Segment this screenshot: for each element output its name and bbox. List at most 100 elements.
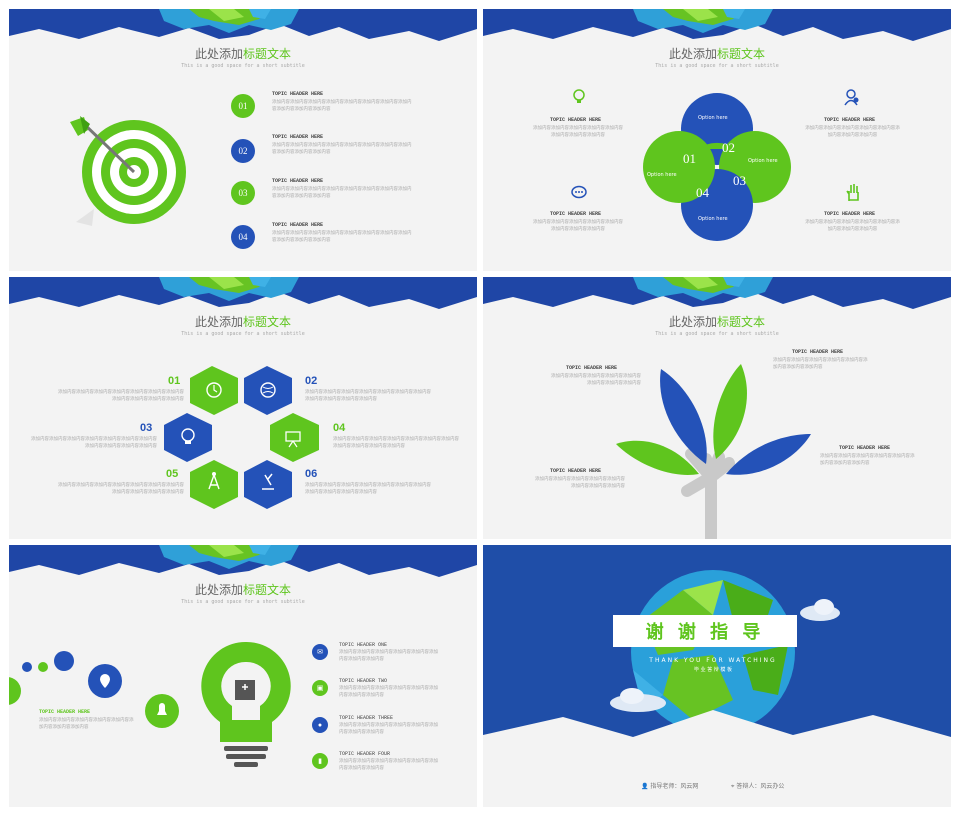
slide-subtitle: This is a good space for a short subtitl… xyxy=(181,331,305,337)
hex-02-text: 添加内容添加内容添加内容添加内容添加内容添加内容添加内容添加内容添加内容添加内容… xyxy=(305,390,431,402)
header-banner xyxy=(9,545,477,577)
header-three: TOPIC HEADER THREE xyxy=(339,715,394,721)
hex-number-02: 02 xyxy=(305,375,318,387)
bl-text: 添加内容添加内容添加内容添加内容添加内容添加内容添加内容添加内容 xyxy=(535,477,625,489)
hex-number-05: 05 xyxy=(166,468,179,480)
hex-03-text: 添加内容添加内容添加内容添加内容添加内容添加内容添加内容添加内容添加内容添加内容… xyxy=(31,437,157,449)
br-text: 添加内容添加内容添加内容添加内容添加内容添加内容添加内容添加内容 xyxy=(805,220,900,232)
option-right: Option here xyxy=(748,158,778,164)
decor-circles xyxy=(9,651,179,728)
tl-text: 添加内容添加内容添加内容添加内容添加内容添加内容添加内容添加内容 xyxy=(533,126,623,138)
user-settings-icon xyxy=(844,89,859,106)
header-banner xyxy=(9,277,477,309)
hex-06-text: 添加内容添加内容添加内容添加内容添加内容添加内容添加内容添加内容添加内容添加内容… xyxy=(305,483,431,495)
slide-title: 此处添加标题文本 xyxy=(668,315,766,329)
thanks-banner: 谢 谢 指 导 xyxy=(613,615,797,647)
presenter-line: ⌖ 答辩人：风云办公 xyxy=(731,783,785,790)
slide-subtitle: This is a good space for a short subtitl… xyxy=(181,599,305,605)
slide-4-tree[interactable]: 此处添加标题文本 This is a good space for a shor… xyxy=(483,277,951,539)
header-two: TOPIC HEADER TWO xyxy=(339,678,388,684)
item-03-badge: 03 xyxy=(231,181,255,205)
tr-text: 添加内容添加内容添加内容添加内容添加内容添加内容添加内容添加内容 xyxy=(805,126,900,138)
header-banner xyxy=(483,9,951,41)
cloud-right xyxy=(800,599,840,621)
thanks-english: THANK YOU FOR WATCHING xyxy=(649,657,777,664)
hex-number-06: 06 xyxy=(305,468,318,480)
slide-subtitle: This is a good space for a short subtitl… xyxy=(655,63,779,69)
slide-subtitle: This is a good space for a short subtitl… xyxy=(655,331,779,337)
item-02-text: 添加内容添加内容添加内容添加内容添加内容添加内容添加内容添加内容添加内容添加内容… xyxy=(272,143,412,155)
hand-icon xyxy=(846,184,859,201)
slide-3-hexagons[interactable]: 此处添加标题文本 This is a good space for a shor… xyxy=(9,277,477,539)
slide-title: 此处添加标题文本 xyxy=(668,47,766,61)
petal-04: 04 xyxy=(696,185,709,200)
header-one: TOPIC HEADER ONE xyxy=(339,642,388,648)
bl-text: 添加内容添加内容添加内容添加内容添加内容添加内容添加内容添加内容 xyxy=(533,220,623,232)
location-pin-icon: ⌖ xyxy=(731,783,735,790)
image-icon: ▣ xyxy=(312,680,328,696)
person-icon: 👤 xyxy=(641,783,649,790)
header-banner xyxy=(9,9,477,41)
thanks-chinese-small: 毕 业 答 辩 模 板 xyxy=(694,667,732,673)
hex-04-text: 添加内容添加内容添加内容添加内容添加内容添加内容添加内容添加内容添加内容添加内容… xyxy=(333,437,459,449)
hex-number-04: 04 xyxy=(333,422,346,434)
tr-text: 添加内容添加内容添加内容添加内容添加内容添加内容添加内容添加内容 xyxy=(773,358,868,370)
bl-header: TOPIC HEADER HERE xyxy=(550,211,602,217)
tr-header: TOPIC HEADER HERE xyxy=(792,349,844,355)
slide-5-bulb[interactable]: 此处添加标题文本 This is a good space for a shor… xyxy=(9,545,477,807)
text-two: 添加内容添加内容添加内容添加内容添加内容添加内容添加内容添加内容 xyxy=(339,686,438,698)
slide-6-thanks[interactable]: 谢 谢 指 导 THANK YOU FOR WATCHING 毕 业 答 辩 模… xyxy=(483,545,951,807)
item-02-badge: 02 xyxy=(231,139,255,163)
slide-title: 此处添加标题文本 xyxy=(194,583,292,597)
petal-01: 01 xyxy=(683,151,696,166)
option-top: Option here xyxy=(698,115,728,121)
slide-1-target[interactable]: 此处添加标题文本 This is a good space for a shor… xyxy=(9,9,477,271)
hex-05-text: 添加内容添加内容添加内容添加内容添加内容添加内容添加内容添加内容添加内容添加内容… xyxy=(58,483,184,495)
advisor-line: 👤 指导老师：风云网 xyxy=(641,783,699,790)
chat-bubble-icon xyxy=(571,185,587,199)
slide-title: 此处添加标题文本 xyxy=(194,315,292,329)
item-04-text: 添加内容添加内容添加内容添加内容添加内容添加内容添加内容添加内容添加内容添加内容… xyxy=(272,231,412,243)
target-icon xyxy=(70,116,186,226)
petal-03: 03 xyxy=(733,173,746,188)
text-one: 添加内容添加内容添加内容添加内容添加内容添加内容添加内容添加内容 xyxy=(339,650,438,662)
tree-hand-illustration xyxy=(616,364,811,539)
br-text: 添加内容添加内容添加内容添加内容添加内容添加内容添加内容添加内容 xyxy=(820,454,915,466)
hexagon-ring xyxy=(164,366,319,509)
header-four: TOPIC HEADER FOUR xyxy=(339,751,391,757)
petal-diagram xyxy=(643,93,791,241)
cloud-left xyxy=(610,688,666,712)
trash-icon: ▮ xyxy=(312,753,328,769)
tl-header: TOPIC HEADER HERE xyxy=(566,365,618,371)
hex-number-01: 01 xyxy=(168,375,181,387)
option-bottom: Option here xyxy=(698,216,728,222)
item-04-badge: 04 xyxy=(231,225,255,249)
bl-header: TOPIC HEADER HERE xyxy=(550,468,602,474)
left-header: TOPIC HEADER HERE xyxy=(39,709,91,715)
item-01-header: TOPIC HEADER HERE xyxy=(272,91,324,97)
item-01-text: 添加内容添加内容添加内容添加内容添加内容添加内容添加内容添加内容添加内容添加内容… xyxy=(272,100,412,112)
br-header: TOPIC HEADER HERE xyxy=(839,445,891,451)
chat-icon: ● xyxy=(312,717,328,733)
slide-subtitle: This is a good space for a short subtitl… xyxy=(181,63,305,69)
left-text: 添加内容添加内容添加内容添加内容添加内容添加内容添加内容添加内容 xyxy=(39,718,134,730)
text-three: 添加内容添加内容添加内容添加内容添加内容添加内容添加内容添加内容 xyxy=(339,723,438,735)
item-03-text: 添加内容添加内容添加内容添加内容添加内容添加内容添加内容添加内容添加内容添加内容… xyxy=(272,187,412,199)
tl-text: 添加内容添加内容添加内容添加内容添加内容添加内容添加内容添加内容 xyxy=(551,374,641,386)
slide-2-petals[interactable]: 此处添加标题文本 This is a good space for a shor… xyxy=(483,9,951,271)
hex-number-03: 03 xyxy=(140,422,153,434)
hex-01-text: 添加内容添加内容添加内容添加内容添加内容添加内容添加内容添加内容添加内容添加内容… xyxy=(58,390,184,402)
bottom-panel xyxy=(483,710,951,807)
lightbulb-icon xyxy=(573,89,585,103)
br-header: TOPIC HEADER HERE xyxy=(824,211,876,217)
item-01-badge: 01 xyxy=(231,94,255,118)
thanks-text: 谢 谢 指 导 xyxy=(645,622,765,643)
slide-title: 此处添加标题文本 xyxy=(194,47,292,61)
item-04-header: TOPIC HEADER HERE xyxy=(272,222,324,228)
lightbulb-graphic xyxy=(201,641,291,767)
option-left: Option here xyxy=(647,172,677,178)
text-four: 添加内容添加内容添加内容添加内容添加内容添加内容添加内容添加内容 xyxy=(339,759,438,771)
item-03-header: TOPIC HEADER HERE xyxy=(272,178,324,184)
item-02-header: TOPIC HEADER HERE xyxy=(272,134,324,140)
petal-02: 02 xyxy=(722,140,735,155)
